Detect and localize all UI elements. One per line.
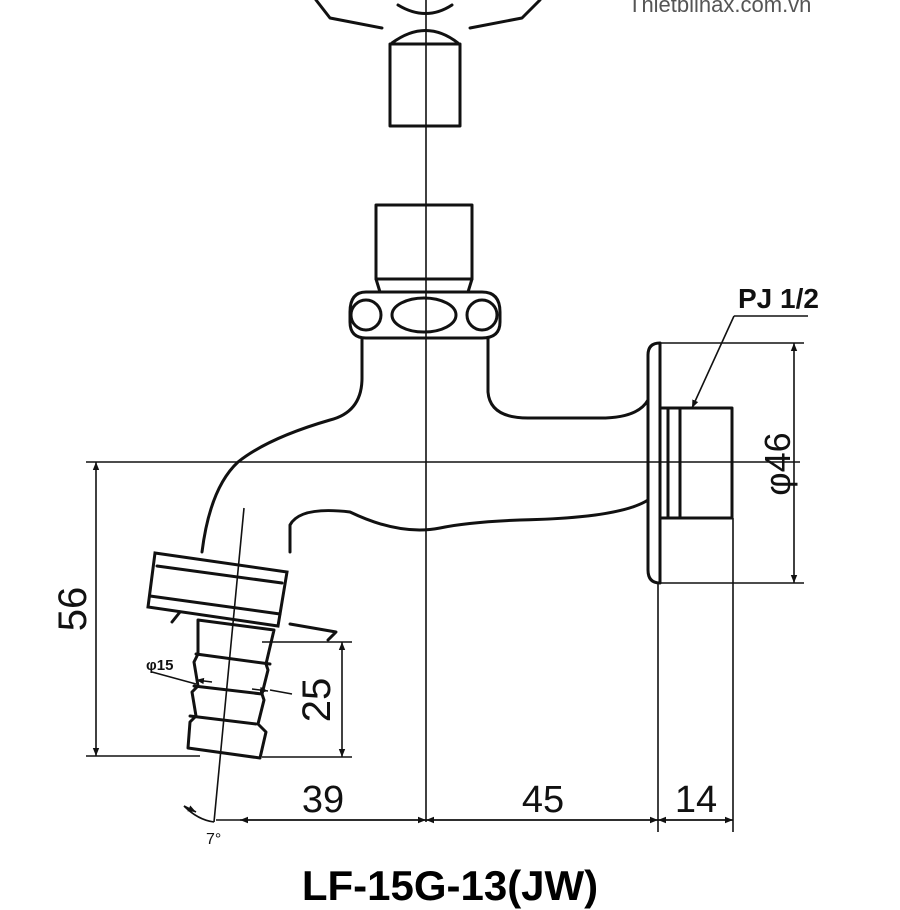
center-lines — [213, 0, 427, 823]
width-right-label: 14 — [675, 779, 717, 821]
dimension-lines — [86, 315, 808, 832]
watermark: Thietbiinax.com.vn — [628, 0, 812, 17]
lock-ring — [348, 290, 502, 340]
height-total-label: 56 — [51, 587, 95, 632]
diameter-flange-label: φ46 — [757, 432, 798, 495]
wall-flange — [646, 341, 734, 585]
spindle-cap — [374, 203, 474, 294]
handle — [314, 0, 542, 128]
hose-nozzle — [146, 551, 338, 760]
width-left-label: 39 — [302, 779, 344, 821]
width-mid-label: 45 — [522, 779, 564, 821]
thread-label: PJ 1/2 — [738, 283, 819, 314]
dimension-labels: PJ 1/2 φ46 56 25 φ15 39 45 14 7° — [51, 283, 819, 848]
height-hose-label: 25 — [295, 678, 339, 723]
faucet-body — [200, 336, 650, 554]
model-title: LF-15G-13(JW) — [301, 862, 599, 909]
diameter-hose-label: φ15 — [146, 657, 173, 674]
angle-label: 7° — [206, 831, 221, 848]
